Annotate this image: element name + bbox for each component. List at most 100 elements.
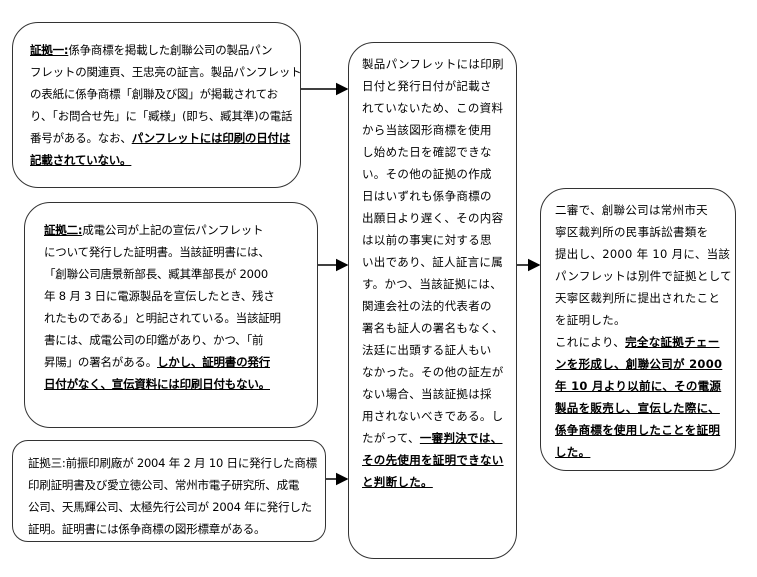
text-segment: パンフレットは別件で証拠として bbox=[555, 269, 732, 283]
text-line: 書には、成電公司の印鑑があり、かつ、「前 bbox=[44, 329, 317, 351]
text-segment: い出であり、証人証言に属 bbox=[362, 255, 503, 269]
text-line: 印刷証明書及び愛立徳公司、常州市電子研究所、成電 bbox=[28, 474, 325, 496]
text-line: 二審で、創聯公司は常州市天 bbox=[555, 199, 735, 221]
evidence-one-box: 証拠一:係争商標を掲載した創聯公司の製品パンフレットの関連頁、王忠亮の証言。製品… bbox=[12, 22, 301, 188]
text-line: い出であり、証人証言に属 bbox=[362, 251, 516, 273]
text-line: 記載されていない。 bbox=[30, 149, 300, 171]
text-segment: 出願日より遅く、その内容 bbox=[362, 211, 503, 225]
text-line: 証拠一:係争商標を掲載した創聯公司の製品パン bbox=[30, 39, 300, 61]
emphasized-text: その先使用を証明できない bbox=[362, 453, 504, 467]
text-line: 提出し、2000 年 10 月に、当該 bbox=[555, 243, 735, 265]
text-line: した。 bbox=[555, 441, 735, 463]
text-segment: 日はいずれも係争商標の bbox=[362, 189, 492, 203]
text-line: 年 10 月より以前に、その電源 bbox=[555, 375, 735, 397]
text-line: れていないため、この資料 bbox=[362, 97, 516, 119]
text-segment: 法廷に出頭する証人もい bbox=[362, 343, 492, 357]
text-line: 証明。証明書には係争商標の図形標章がある。 bbox=[28, 518, 325, 540]
text-segment: 寧区裁判所の民事訴訟書類を bbox=[555, 225, 708, 239]
text-segment: から当該図形商標を使用 bbox=[362, 123, 492, 137]
text-line: から当該図形商標を使用 bbox=[362, 119, 516, 141]
text-line: 公司、天馬輝公司、太極先行公司が 2004 年に発行した bbox=[28, 496, 325, 518]
text-segment: フレットの関連頁、王忠亮の証言。製品パンフレット bbox=[30, 65, 301, 79]
text-segment: を証明した。 bbox=[555, 313, 626, 327]
text-segment: 日付と発行日付が記載さ bbox=[362, 79, 492, 93]
text-line: と判断した。 bbox=[362, 471, 516, 493]
text-segment: 印刷証明書及び愛立徳公司、常州市電子研究所、成電 bbox=[28, 478, 299, 492]
text-segment: は以前の事実に対する思 bbox=[362, 233, 492, 247]
text-segment: たがって、 bbox=[362, 431, 420, 445]
text-segment: 署名も証人の署名もなく、 bbox=[362, 321, 504, 335]
text-segment: し始めた日を確認できな bbox=[362, 145, 492, 159]
text-line: について発行した証明書。当該証明書には、 bbox=[44, 241, 317, 263]
text-line: 出願日より遅く、その内容 bbox=[362, 207, 516, 229]
emphasized-text: 完全な証拠チェー bbox=[625, 335, 719, 349]
text-line: い。その他の証拠の作成 bbox=[362, 163, 516, 185]
text-segment: 「創聯公司唐景新部長、臧其準部長が 2000 bbox=[44, 267, 268, 281]
emphasized-text: ンを形成し、創聯公司が 2000 bbox=[555, 357, 722, 371]
text-line: 「創聯公司唐景新部長、臧其準部長が 2000 bbox=[44, 263, 317, 285]
text-line: す。かつ、当該証拠には、 bbox=[362, 273, 516, 295]
text-line: し始めた日を確認できな bbox=[362, 141, 516, 163]
text-line: パンフレットは別件で証拠として bbox=[555, 265, 735, 287]
text-line: ない場合、当該証拠は採 bbox=[362, 383, 516, 405]
emphasized-text: 年 10 月より以前に、その電源 bbox=[555, 379, 721, 393]
evidence-two-box: 証拠二:成電公司が上記の宣伝パンフレットについて発行した証明書。当該証明書には、… bbox=[24, 202, 318, 428]
text-line: なかった。その他の証左が bbox=[362, 361, 516, 383]
text-segment: 製品パンフレットには印刷 bbox=[362, 57, 504, 71]
text-segment: 証明。証明書には係争商標の図形標章がある。 bbox=[28, 522, 265, 536]
text-line: 証拠二:成電公司が上記の宣伝パンフレット bbox=[44, 219, 317, 241]
emphasized-text: 一審判決では、 bbox=[420, 431, 503, 445]
text-segment: 書には、成電公司の印鑑があり、かつ、「前 bbox=[44, 333, 263, 347]
text-line: り、「お問合せ先」に「臧様」(即ち、臧其準)の電話 bbox=[30, 105, 300, 127]
text-line: 法廷に出頭する証人もい bbox=[362, 339, 516, 361]
text-segment: 証拠三:前振印刷廠が 2004 年 2 月 10 日に発行した商標 bbox=[28, 456, 317, 470]
evidence-three-box: 証拠三:前振印刷廠が 2004 年 2 月 10 日に発行した商標印刷証明書及び… bbox=[12, 440, 326, 542]
emphasized-text: 証拠二: bbox=[44, 223, 82, 237]
text-line: 係争商標を使用したことを証明 bbox=[555, 419, 735, 441]
text-segment: 二審で、創聯公司は常州市天 bbox=[555, 203, 708, 217]
text-line: は以前の事実に対する思 bbox=[362, 229, 516, 251]
text-segment: 関連会社の法的代表者の bbox=[362, 299, 492, 313]
emphasized-text: した。 bbox=[555, 445, 590, 459]
text-line: 関連会社の法的代表者の bbox=[362, 295, 516, 317]
text-line: フレットの関連頁、王忠亮の証言。製品パンフレット bbox=[30, 61, 300, 83]
text-segment: 年 8 月 3 日に電源製品を宣伝したとき、残さ bbox=[44, 289, 275, 303]
text-segment: について発行した証明書。当該証明書には、 bbox=[44, 245, 270, 259]
emphasized-text: パンフレットには印刷の日付は bbox=[132, 131, 290, 145]
text-line: 用されないべきである。し bbox=[362, 405, 516, 427]
second-instance-box: 二審で、創聯公司は常州市天寧区裁判所の民事訴訟書類を提出し、2000 年 10 … bbox=[540, 188, 736, 471]
text-segment: ない場合、当該証拠は採 bbox=[362, 387, 492, 401]
text-line: 製品パンフレットには印刷 bbox=[362, 53, 516, 75]
text-line: 番号がある。なお、パンフレットには印刷の日付は bbox=[30, 127, 300, 149]
text-line: たがって、一審判決では、 bbox=[362, 427, 516, 449]
emphasized-text: 日付がなく、宣伝資料には印刷日付もない。 bbox=[44, 377, 270, 391]
first-instance-ruling-box: 製品パンフレットには印刷日付と発行日付が記載されていないため、この資料から当該図… bbox=[348, 42, 517, 559]
text-segment: り、「お問合せ先」に「臧様」(即ち、臧其準)の電話 bbox=[30, 109, 292, 123]
emphasized-text: と判断した。 bbox=[362, 475, 433, 489]
text-line: 年 8 月 3 日に電源製品を宣伝したとき、残さ bbox=[44, 285, 317, 307]
text-segment: す。かつ、当該証拠には、 bbox=[362, 277, 502, 291]
text-line: 昇陽」の署名がある。しかし、証明書の発行 bbox=[44, 351, 317, 373]
text-segment: 公司、天馬輝公司、太極先行公司が 2004 年に発行した bbox=[28, 500, 312, 514]
text-line: の表紙に係争商標「創聯及び図」が掲載されてお bbox=[30, 83, 300, 105]
emphasized-text: 係争商標を使用したことを証明 bbox=[555, 423, 720, 437]
text-line: 日付と発行日付が記載さ bbox=[362, 75, 516, 97]
text-segment: の表紙に係争商標「創聯及び図」が掲載されてお bbox=[30, 87, 278, 101]
text-line: ンを形成し、創聯公司が 2000 bbox=[555, 353, 735, 375]
text-segment: 係争商標を掲載した創聯公司の製品パン bbox=[68, 43, 272, 57]
text-line: れたものである」と明記されている。当該証明 bbox=[44, 307, 317, 329]
emphasized-text: 製品を販売し、宣伝した際に、 bbox=[555, 401, 720, 415]
text-line: 寧区裁判所の民事訴訟書類を bbox=[555, 221, 735, 243]
text-segment: 用されないべきである。し bbox=[362, 409, 503, 423]
emphasized-text: しかし、証明書の発行 bbox=[157, 355, 270, 369]
text-line: これにより、完全な証拠チェー bbox=[555, 331, 735, 353]
text-segment: なかった。その他の証左が bbox=[362, 365, 504, 379]
text-line: 製品を販売し、宣伝した際に、 bbox=[555, 397, 735, 419]
text-segment: これにより、 bbox=[555, 335, 625, 349]
text-segment: 提出し、2000 年 10 月に、当該 bbox=[555, 247, 730, 261]
emphasized-text: 証拠一: bbox=[30, 43, 68, 57]
text-line: を証明した。 bbox=[555, 309, 735, 331]
text-segment: れたものである」と明記されている。当該証明 bbox=[44, 311, 281, 325]
text-line: 日はいずれも係争商標の bbox=[362, 185, 516, 207]
text-segment: 番号がある。なお、 bbox=[30, 131, 132, 145]
